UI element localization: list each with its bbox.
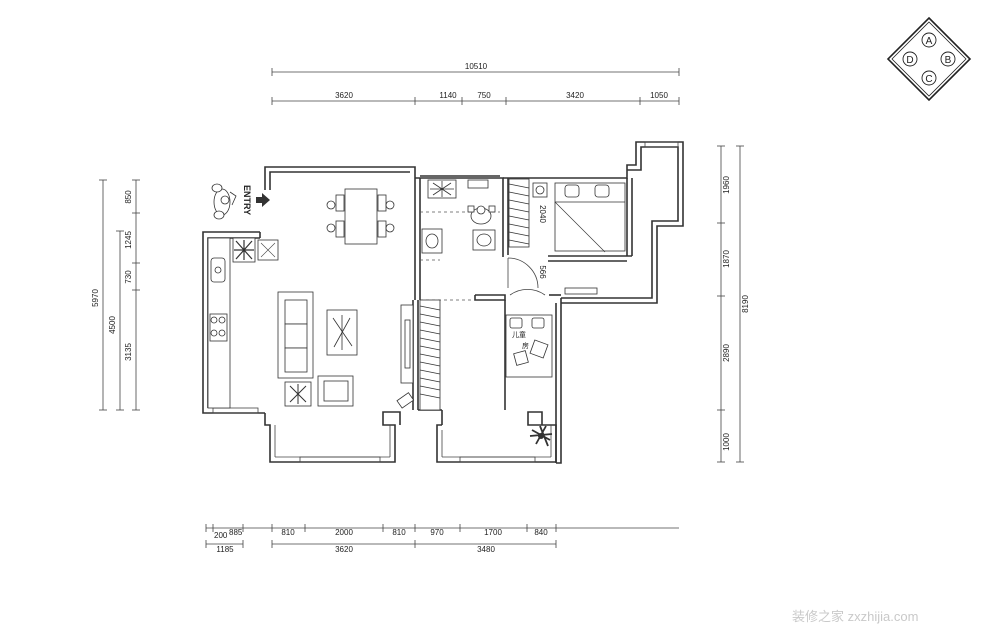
- dim-bottom-970: 970: [430, 528, 444, 537]
- dining-table: [326, 188, 395, 245]
- dim-right-4: 1000: [722, 433, 731, 451]
- dim-bottom-1185: 1185: [216, 545, 234, 554]
- kids-room-text-1: 儿童: [512, 330, 526, 339]
- entry-label: ENTRY: [242, 185, 252, 215]
- dim-566: 566: [538, 265, 547, 279]
- wardrobe-kids: [419, 299, 441, 411]
- living-room: [277, 291, 415, 409]
- dim-right-3: 2890: [722, 344, 731, 362]
- dim-top-1: 3620: [335, 91, 353, 100]
- dim-bottom-885: 885: [229, 528, 243, 537]
- compass-rose: A B C D: [886, 16, 972, 102]
- kids-room: 儿童 房: [419, 299, 553, 447]
- dim-bottom-810b: 810: [392, 528, 406, 537]
- left-dimensions: 5970 4500 850 1245 730 3135: [91, 179, 140, 411]
- dim-left-a2: 1245: [124, 231, 133, 249]
- dim-top-total: 10510: [465, 62, 488, 71]
- plant-icon: [529, 425, 553, 447]
- compass-c: C: [925, 74, 932, 85]
- person-icon: [211, 183, 237, 220]
- bed-double: [554, 182, 626, 253]
- dim-left-a4: 3135: [124, 343, 133, 361]
- entry-marker: ENTRY: [211, 183, 270, 220]
- bath-person-icon: [467, 205, 496, 225]
- sofa: [277, 291, 314, 379]
- washer-icon: [257, 239, 279, 261]
- dim-top-3: 750: [477, 91, 491, 100]
- compass-d: D: [906, 55, 913, 66]
- dim-left-b: 4500: [108, 316, 117, 334]
- bed-kids: [505, 314, 553, 378]
- dim-bottom-810a: 810: [281, 528, 295, 537]
- compass-b: B: [945, 55, 952, 66]
- dim-right-1: 1960: [722, 176, 731, 194]
- dim-bottom-1700: 1700: [484, 528, 502, 537]
- watermark: 装修之家 zxzhijia.com: [792, 609, 918, 624]
- armchair: [317, 375, 354, 407]
- right-dimensions: 1960 1870 2890 1000 8190: [717, 145, 750, 463]
- tv-cabinet: [400, 304, 414, 384]
- dim-bottom-3480: 3480: [477, 545, 495, 554]
- dim-bottom-840: 840: [534, 528, 548, 537]
- bathroom: [421, 179, 496, 254]
- side-table-plant: [284, 381, 312, 407]
- dim-left-a3: 730: [124, 270, 133, 284]
- compass-a: A: [926, 36, 933, 47]
- dim-top-4: 3420: [566, 91, 584, 100]
- top-dimensions: 10510 3620 1140 750 3420 1050: [271, 62, 680, 105]
- door-swing: [507, 257, 546, 296]
- kitchen: [207, 237, 279, 409]
- dim-bottom-200: 200: [214, 531, 228, 540]
- dim-bottom-3620: 3620: [335, 545, 353, 554]
- wardrobe-master: [508, 178, 530, 248]
- dim-bed-width: 2040: [538, 205, 547, 223]
- dim-left-total: 5970: [91, 289, 100, 307]
- dim-top-5: 1050: [650, 91, 668, 100]
- fridge-icon: [232, 237, 256, 263]
- coffee-table: [326, 309, 358, 356]
- dim-right-total: 8190: [741, 295, 750, 313]
- dim-bottom-2000: 2000: [335, 528, 353, 537]
- bottom-dimensions: 885 810 2000 810 970 1700 840 200 1185 3…: [205, 524, 679, 554]
- master-bedroom: 2040: [508, 178, 626, 295]
- kids-room-text-2: 房: [522, 341, 529, 350]
- dim-top-2: 1140: [439, 91, 457, 100]
- toilet-icon: [472, 229, 496, 251]
- dim-left-a1: 850: [124, 190, 133, 204]
- dim-right-2: 1870: [722, 250, 731, 268]
